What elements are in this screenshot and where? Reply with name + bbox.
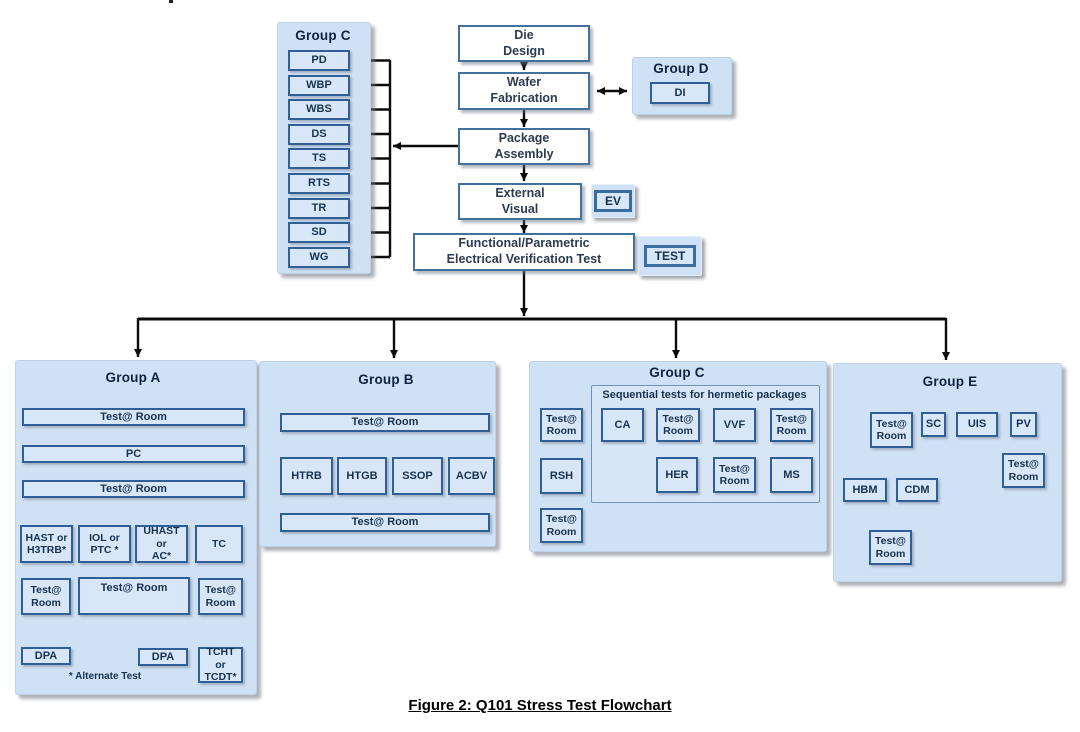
node-e-sc: SC bbox=[921, 412, 946, 437]
group-b-title: Group B bbox=[358, 372, 414, 387]
node-external-visual: External Visual bbox=[458, 183, 582, 220]
node-a-test-room-right: Test@ Room bbox=[198, 578, 243, 615]
node-wbs: WBS bbox=[288, 99, 350, 120]
node-rts: RTS bbox=[288, 173, 350, 194]
ev-tag-label: EV bbox=[594, 190, 633, 212]
node-c-ms: MS bbox=[770, 457, 813, 493]
node-wbp: WBP bbox=[288, 74, 350, 96]
node-a-iol: IOL or PTC * bbox=[78, 525, 131, 563]
node-functional-test: Functional/Parametric Electrical Verific… bbox=[413, 233, 635, 271]
sequential-tests-label: Sequential tests for hermetic packages bbox=[602, 389, 807, 401]
note-alternate-test: * Alternate Test bbox=[68, 671, 142, 682]
node-ts: TS bbox=[288, 148, 350, 169]
node-b-htgb: HTGB bbox=[337, 457, 387, 495]
node-pd: PD bbox=[288, 50, 350, 71]
node-a-test-room-1: Test@ Room bbox=[22, 408, 245, 426]
node-c-ca: CA bbox=[601, 408, 644, 442]
artifact-dot bbox=[169, 0, 173, 3]
node-e-uis: UIS bbox=[956, 412, 998, 437]
group-c-top-title: Group C bbox=[295, 28, 351, 43]
node-ds: DS bbox=[288, 123, 350, 145]
node-c-test-room-mid: Test@ Room bbox=[713, 457, 756, 493]
node-a-test-room-left: Test@ Room bbox=[21, 578, 71, 615]
node-c-test-room-3: Test@ Room bbox=[770, 408, 813, 442]
node-a-test-room-2: Test@ Room bbox=[22, 480, 245, 498]
node-a-uhast: UHAST or AC* bbox=[135, 525, 188, 563]
node-sd: SD bbox=[288, 222, 350, 243]
node-di: DI bbox=[650, 82, 710, 104]
node-a-dpa-left: DPA bbox=[21, 647, 71, 665]
node-b-ssop: SSOP bbox=[392, 457, 443, 495]
node-a-tcht: TCHT or TCDT* bbox=[198, 646, 243, 683]
group-c-bottom-title: Group C bbox=[649, 365, 705, 380]
node-e-pv: PV bbox=[1010, 412, 1037, 437]
node-wg: WG bbox=[288, 246, 350, 268]
node-c-rsh: RSH bbox=[540, 458, 583, 494]
test-tag: TEST bbox=[638, 236, 702, 276]
node-b-test-room-top: Test@ Room bbox=[280, 413, 490, 432]
node-a-hast: HAST or H3TRB* bbox=[20, 525, 73, 563]
node-c-test-room-bottom: Test@ Room bbox=[540, 508, 583, 543]
node-b-htrb: HTRB bbox=[280, 457, 333, 495]
node-e-cdm: CDM bbox=[896, 478, 938, 502]
group-d-title: Group D bbox=[653, 61, 709, 76]
node-b-acbv: ACBV bbox=[448, 457, 495, 495]
node-a-test-room-wide: Test@ Room bbox=[78, 577, 190, 615]
node-package-assembly: Package Assembly bbox=[458, 128, 590, 165]
node-c-test-room-1: Test@ Room bbox=[540, 408, 583, 442]
group-a-title: Group A bbox=[105, 370, 161, 385]
test-tag-label: TEST bbox=[643, 245, 697, 267]
figure-caption: Figure 2: Q101 Stress Test Flowchart bbox=[408, 697, 672, 714]
node-e-test-room-top: Test@ Room bbox=[870, 412, 913, 448]
ev-tag: EV bbox=[591, 184, 635, 218]
node-e-hbm: HBM bbox=[843, 478, 887, 502]
node-wafer-fabrication: Wafer Fabrication bbox=[458, 72, 590, 110]
node-a-pc: PC bbox=[22, 445, 245, 463]
node-c-her: HER bbox=[656, 457, 698, 493]
node-c-test-room-2: Test@ Room bbox=[656, 408, 700, 442]
node-b-test-room-bottom: Test@ Room bbox=[280, 513, 490, 532]
node-e-test-room-pv: Test@ Room bbox=[1002, 453, 1045, 488]
node-e-test-room-bottom: Test@ Room bbox=[869, 530, 912, 565]
node-a-dpa-right: DPA bbox=[138, 648, 188, 666]
node-a-tc: TC bbox=[195, 525, 243, 563]
node-tr: TR bbox=[288, 197, 350, 219]
node-c-vvf: VVF bbox=[713, 408, 756, 442]
group-e-title: Group E bbox=[922, 374, 978, 389]
node-die-design: Die Design bbox=[458, 25, 590, 62]
